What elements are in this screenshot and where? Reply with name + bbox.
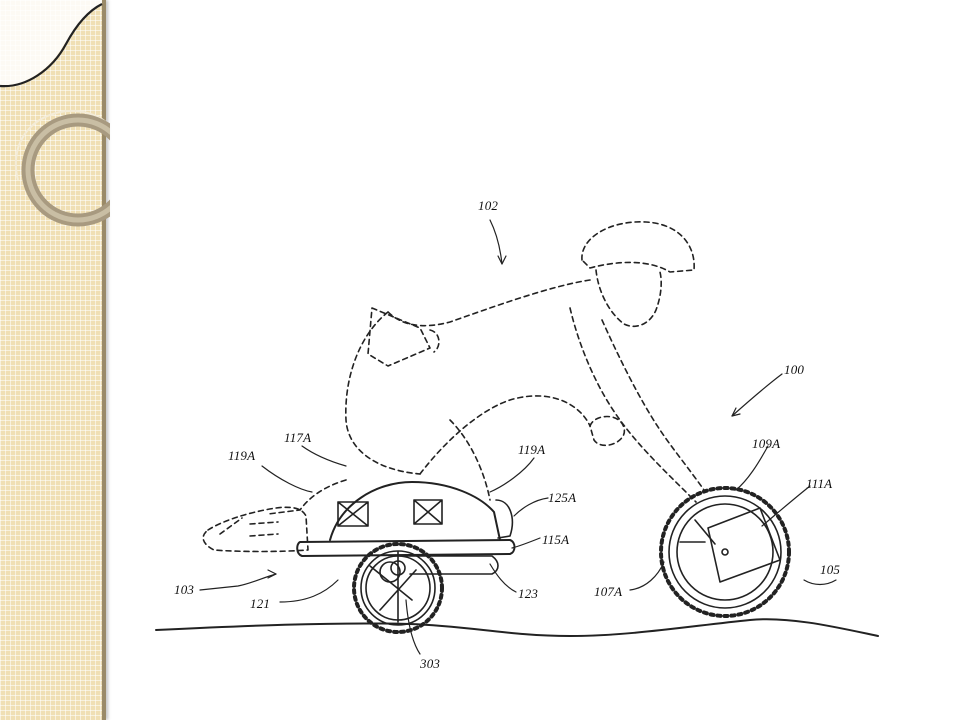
knee-cradle: [329, 481, 501, 541]
leader-103: [199, 573, 277, 591]
leader-119A-left: [261, 465, 313, 493]
ring-decoration: [0, 0, 110, 227]
ref-label-117A: 117A: [284, 430, 312, 445]
front-grip-unit: [707, 507, 781, 583]
leader-111A: [761, 485, 811, 527]
leader-125A: [513, 497, 549, 517]
sidebar-divider: [102, 0, 106, 720]
leader-121: [279, 579, 339, 603]
ref-label-123: 123: [518, 586, 539, 601]
leader-303: [405, 599, 421, 655]
leader-119A-right: [489, 457, 535, 493]
ref-label-111A: 111A: [806, 476, 833, 491]
leader-105: [803, 579, 837, 586]
rear-hub: [390, 560, 406, 576]
ref-label-103: 103: [174, 582, 195, 597]
ref-label-119A-right: 119A: [518, 442, 546, 457]
knee-pad-left: [337, 501, 369, 527]
ref-label-125A: 125A: [548, 490, 577, 505]
ring-thin-arc: [14, 110, 107, 181]
front-grip-detail: [679, 519, 716, 545]
arrow-103: [267, 569, 277, 579]
rear-wheel: [352, 542, 444, 634]
leader-100: [731, 373, 783, 417]
arrow-102: [497, 255, 507, 265]
leader-107A: [629, 561, 665, 591]
rider-outline: [202, 221, 705, 553]
ref-label-303: 303: [420, 656, 441, 671]
ring-swoosh: [0, 0, 102, 87]
ref-label-102: 102: [478, 198, 499, 213]
ref-label-115A: 115A: [542, 532, 570, 547]
rear-platform: [296, 539, 516, 557]
ref-label-100: 100: [784, 362, 805, 377]
leader-123: [489, 563, 517, 593]
ref-label-109A: 109A: [752, 436, 781, 451]
leader-lines: [199, 219, 837, 655]
ref-label-105: 105: [820, 562, 841, 577]
ref-label-119A-left: 119A: [228, 448, 256, 463]
ring-large-highlight: [25, 117, 110, 223]
ref-label-107A: 107A: [594, 584, 623, 599]
front-wheel: [659, 486, 791, 618]
ground-line: [155, 618, 879, 637]
leader-115A: [511, 537, 541, 549]
ring-swoosh-edge: [0, 3, 103, 88]
shin-support: [495, 499, 514, 539]
patent-figure: [155, 219, 879, 655]
knee-pad-right: [413, 499, 443, 525]
arrow-100: [731, 407, 741, 417]
leader-117A: [301, 445, 347, 467]
ref-label-121: 121: [250, 596, 271, 611]
rear-swingarm: [399, 555, 499, 575]
leader-109A: [735, 445, 769, 491]
leader-102: [489, 219, 503, 265]
